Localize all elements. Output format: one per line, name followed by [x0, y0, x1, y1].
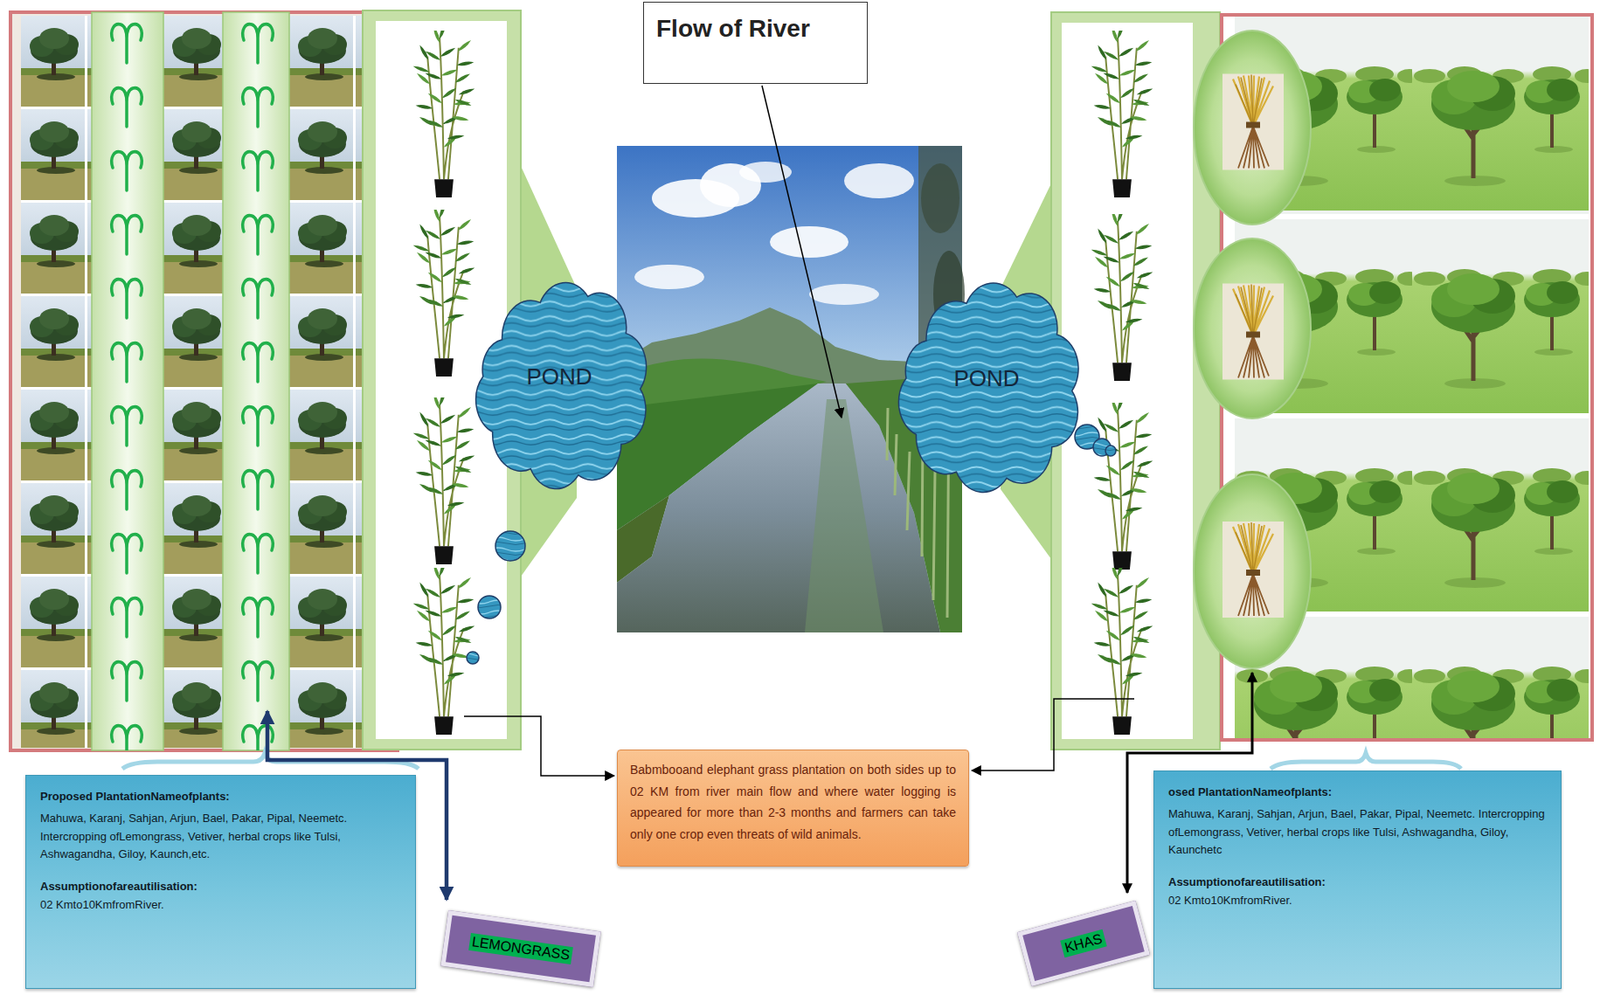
note-text: Babmbooand elephant grass plantation on …: [630, 759, 956, 846]
lemongrass-band: [91, 12, 290, 751]
bamboo-panel: [1090, 22, 1154, 198]
bamboo-panel: [412, 560, 476, 735]
bamboo-panel: [412, 389, 476, 565]
lemongrass-band: [222, 12, 290, 751]
left-plantation-panel: [163, 15, 223, 749]
bamboo-panel: [1090, 394, 1154, 570]
bamboo-panel: [412, 201, 476, 377]
body-text: 02 Kmto10KmfromRiver.: [1168, 892, 1547, 911]
river-photo: [769, 226, 849, 258]
pond-cloud: POND: [886, 253, 1088, 504]
body-text: Mahuwa, Karanj, Sahjan, Arjun, Bael, Pak…: [40, 810, 402, 865]
water-bubble: [466, 651, 479, 665]
river-photo: [634, 264, 705, 290]
water-bubble: [495, 531, 526, 562]
bracket: [1270, 753, 1462, 769]
pond-label: POND: [946, 360, 1026, 398]
bamboo-panel: [1090, 206, 1154, 381]
title-text: Flow of River: [656, 14, 855, 43]
leader-line: [971, 699, 1135, 771]
heading-text: Proposed PlantationNameofplants:: [40, 788, 402, 807]
water-bubble: [477, 595, 501, 619]
heading-text: Assumptionofareautilisation:: [40, 878, 402, 897]
title-box: Flow of River: [643, 1, 868, 84]
cloud-outline: [898, 283, 1079, 492]
crop-tag: KHAS: [1017, 900, 1150, 987]
khas-picture: [1222, 521, 1284, 618]
bamboo-panel: [1090, 560, 1154, 735]
note-box: Babmbooand elephant grass plantation on …: [616, 749, 970, 867]
khas-picture: [1222, 283, 1284, 381]
info-box: Proposed PlantationNameofplants: Mahuwa, …: [25, 775, 416, 990]
left-plantation-panel: [20, 15, 92, 749]
left-plantation-panel: [10, 12, 398, 751]
pond-label: POND: [519, 358, 599, 396]
cloud-outline: [476, 283, 647, 490]
left-plantation-panel: [20, 15, 92, 749]
river-photo: [809, 283, 880, 305]
body-text: 02 Kmto10KmfromRiver.: [40, 896, 402, 915]
leader-line: [761, 85, 842, 418]
lemongrass-band: [91, 12, 164, 751]
crop-tag: LEMONGRASS: [440, 910, 601, 988]
crop-label: LEMONGRASS: [468, 933, 575, 965]
left-plantation-panel: [289, 15, 363, 749]
body-text: Mahuwa, Karanj, Sahjan, Arjun, Bael, Pak…: [1168, 805, 1547, 860]
left-plantation-panel: [163, 15, 223, 749]
heading-text: Assumptionofareautilisation:: [1168, 873, 1547, 893]
khas-picture: [1222, 74, 1284, 171]
khas-picture: [1193, 30, 1311, 225]
pond-cloud: POND: [464, 253, 655, 500]
info-box: osed PlantationNameofplants:Mahuwa, Kara…: [1153, 770, 1562, 990]
khas-picture: [1193, 474, 1311, 669]
lemongrass-band: [91, 12, 164, 751]
left-plantation-panel: [10, 12, 398, 751]
lemongrass-band: [91, 12, 164, 751]
leader-line: [464, 716, 615, 776]
water-bubble: [1105, 445, 1116, 457]
river-photo: [844, 163, 915, 199]
river-photo: [921, 163, 960, 234]
khas-picture: [1193, 30, 1311, 669]
lemongrass-band: [222, 12, 290, 751]
crop-label: KHAS: [1059, 929, 1107, 958]
bamboo-panel: [412, 22, 476, 198]
river-photo: [804, 399, 884, 633]
left-plantation-panel: [289, 15, 363, 749]
heading-text: osed PlantationNameofplants:: [1168, 783, 1547, 803]
lemongrass-band: [222, 12, 290, 751]
bamboo-panel: [1061, 22, 1193, 740]
khas-picture: [1193, 238, 1311, 419]
